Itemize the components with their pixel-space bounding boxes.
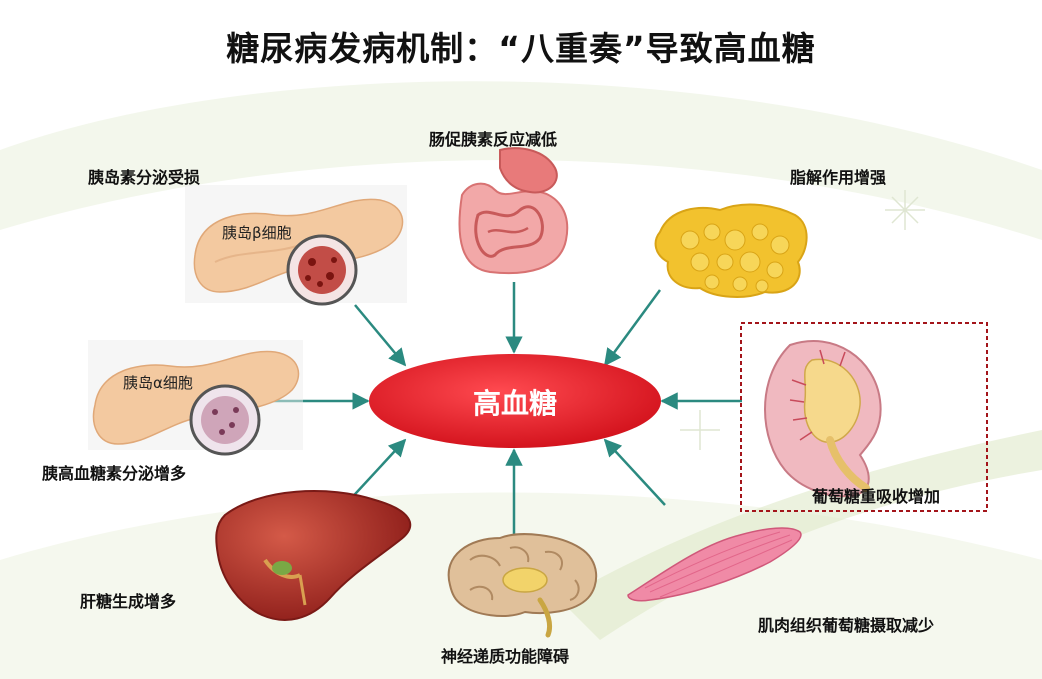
label-brain: 神经递质功能障碍 <box>441 647 570 666</box>
pancreas-beta-illustration <box>185 185 407 306</box>
label-beta-cell: 胰岛β细胞 <box>222 224 292 242</box>
center-label: 高血糖 <box>472 387 557 420</box>
center-oval <box>369 354 661 448</box>
label-islet-alpha: 胰高血糖素分泌增多 <box>42 464 187 483</box>
kidney-illustration <box>764 340 882 498</box>
page-title: 糖尿病发病机制：“八重奏”导致高血糖 <box>226 29 816 68</box>
gut-illustration <box>458 147 569 275</box>
label-kidney: 葡萄糖重吸收增加 <box>812 487 941 506</box>
label-liver: 肝糖生成增多 <box>80 592 177 611</box>
kidney-highlight-box <box>740 322 988 512</box>
arrow-muscle <box>603 438 666 506</box>
arrow-lipolysis <box>603 289 662 367</box>
pancreas-alpha-illustration <box>88 340 303 456</box>
muscle-illustration <box>627 527 802 602</box>
fat-illustration <box>654 203 808 298</box>
arrow-islet-beta <box>354 304 407 367</box>
liver-illustration <box>215 490 412 621</box>
label-alpha-cell: 胰岛α细胞 <box>123 374 193 392</box>
label-muscle: 肌肉组织葡萄糖摄取减少 <box>758 616 935 635</box>
brain-illustration <box>447 533 598 638</box>
label-incretin: 肠促胰素反应减低 <box>429 130 558 149</box>
label-lipolysis: 脂解作用增强 <box>790 168 887 187</box>
sparkle-decoration <box>680 190 925 450</box>
label-islet-beta: 胰岛素分泌受损 <box>88 168 201 187</box>
